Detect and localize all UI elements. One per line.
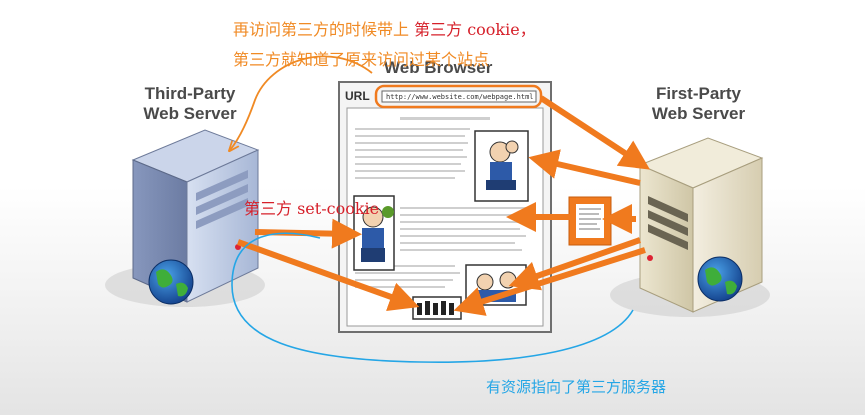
image-figures-row	[412, 296, 462, 320]
image-popeye-top	[474, 130, 529, 202]
annotation-arrow-orange	[230, 55, 373, 150]
annotation-top-line1: 再访问第三方的时候带上 第三方 cookie，	[233, 16, 536, 40]
globe-icon-right	[697, 256, 743, 302]
annotation-bottom: 有资源指向了第三方服务器	[486, 378, 667, 396]
first-party-label-line1: First-Party	[655, 84, 742, 103]
annotation-top-suffix: ，	[519, 20, 536, 39]
request-arrows	[236, 95, 651, 316]
url-value: http://www.website.com/webpage.html	[386, 93, 534, 101]
url-highlight-ellipse	[374, 84, 543, 109]
browser-title: Web Browser	[384, 58, 493, 77]
third-party-label-line2: Web Server	[143, 104, 237, 123]
third-party-server	[131, 129, 260, 303]
cookie-document-icon	[568, 196, 612, 246]
third-party-label-line1: Third-Party	[144, 84, 236, 103]
annotation-set-cookie: 第三方 set-cookie	[244, 199, 380, 218]
annotation-top-highlight: 第三方 cookie	[409, 20, 520, 39]
annotation-top-line2: 第三方就知道了原来访问过某个站点	[233, 50, 490, 69]
annotation-curve-blue	[231, 232, 634, 363]
annotation-top-prefix: 再访问第三方的时候带上	[233, 20, 410, 39]
first-party-server-label: First-Party Web Server	[636, 84, 761, 124]
globe-icon-left	[148, 259, 194, 305]
url-label: URL	[345, 89, 370, 103]
third-party-server-label: Third-Party Web Server	[130, 84, 250, 124]
first-party-label-line2: Web Server	[651, 104, 746, 123]
